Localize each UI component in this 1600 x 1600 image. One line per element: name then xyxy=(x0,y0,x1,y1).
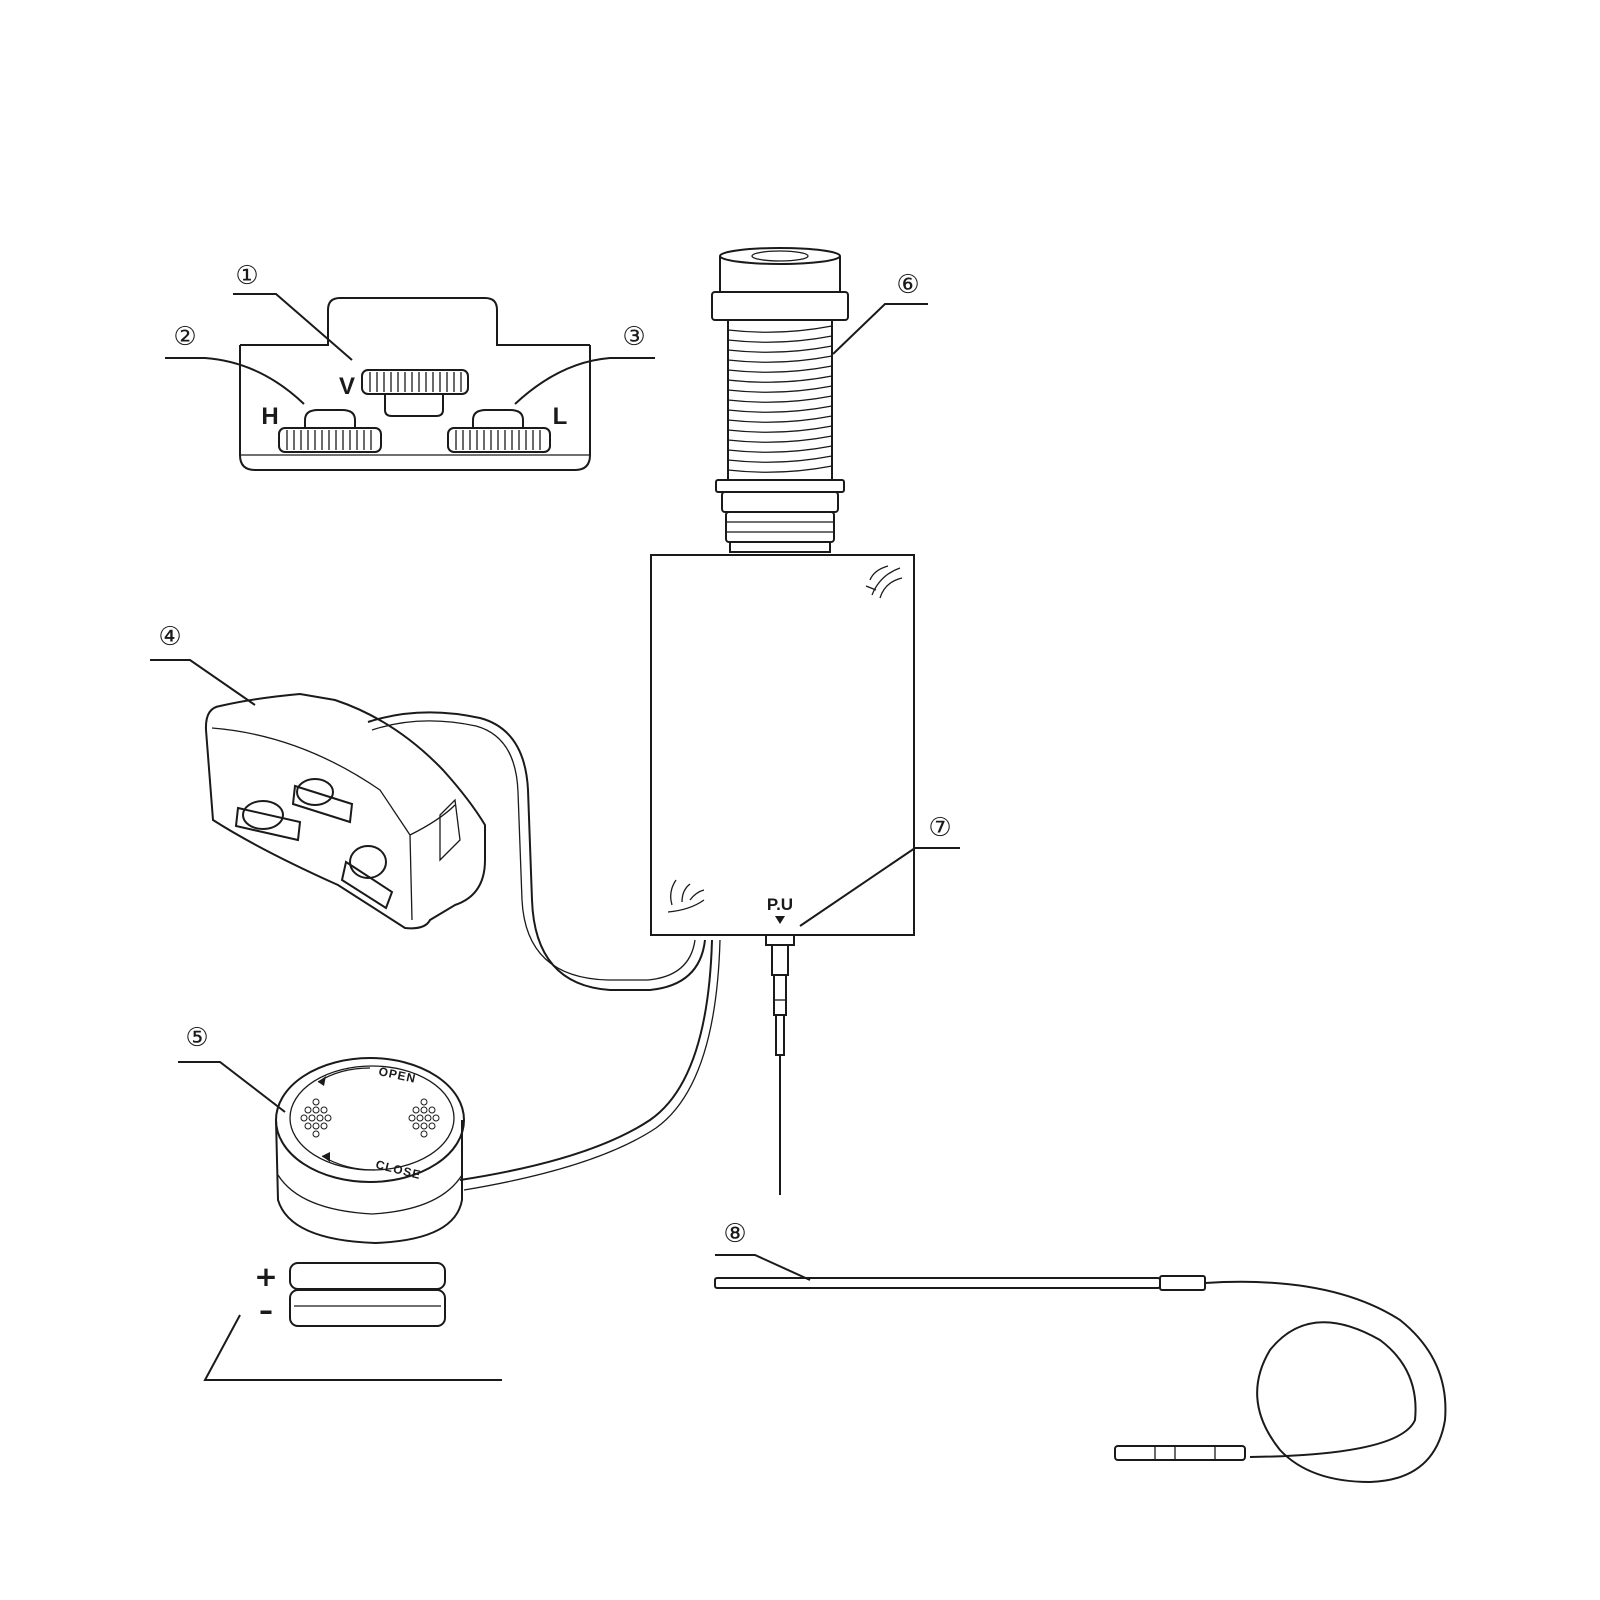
pickup-jack-arrow-icon xyxy=(775,916,785,924)
speaker-dots-left xyxy=(300,1098,332,1138)
callout-5-number: ⑤ xyxy=(185,1023,208,1053)
battery-plus-sign: + xyxy=(254,1260,277,1293)
callout-5: ⑤ xyxy=(178,1023,286,1113)
high-knob xyxy=(278,409,382,453)
callout-7-number: ⑦ xyxy=(928,813,951,843)
volume-knob xyxy=(361,369,469,417)
pickup-jack-label: P.U xyxy=(767,895,793,914)
battery-leader xyxy=(203,1314,502,1381)
low-knob xyxy=(447,409,551,453)
leaf-ornament-bottom xyxy=(667,879,705,913)
control-unit-knobs xyxy=(234,778,394,910)
callout-8-number: ⑧ xyxy=(723,1219,746,1249)
callout-4: ④ xyxy=(150,622,256,706)
callout-6-number: ⑥ xyxy=(896,270,919,300)
callout-1: ① xyxy=(233,261,353,361)
low-label: L xyxy=(553,403,568,430)
battery-stack: + – xyxy=(203,1260,502,1381)
leaf-ornament-top xyxy=(865,565,903,599)
controller-cable-inner xyxy=(463,939,721,1191)
pickup-plug xyxy=(765,934,795,1195)
callout-6: ⑥ xyxy=(832,270,928,355)
volume-label: V xyxy=(339,373,355,400)
speaker-dots-right xyxy=(408,1098,440,1138)
callout-8: ⑧ xyxy=(715,1219,811,1281)
callout-2: ② xyxy=(165,322,305,405)
high-label: H xyxy=(261,403,278,430)
control-unit-cable xyxy=(367,711,706,991)
battery-minus-sign: – xyxy=(259,1294,273,1327)
knob-panel: V H L xyxy=(239,297,591,471)
callout-1-number: ① xyxy=(235,261,258,291)
preamp-box: P.U xyxy=(650,554,915,936)
callout-3: ③ xyxy=(514,322,655,405)
callout-7: ⑦ xyxy=(799,813,960,927)
callout-3-number: ③ xyxy=(622,322,645,352)
controller-cable xyxy=(459,939,713,1181)
control-unit-cable-inner xyxy=(371,720,696,981)
open-label: OPEN xyxy=(377,1064,417,1086)
control-unit xyxy=(204,692,486,930)
volume-controller: OPEN CLOSE xyxy=(275,1057,465,1245)
callout-2-number: ② xyxy=(173,322,196,352)
callout-4-number: ④ xyxy=(158,622,181,652)
jack-threads xyxy=(727,325,833,473)
undersaddle-pickup xyxy=(714,1275,1447,1484)
endpin-jack xyxy=(711,247,849,553)
